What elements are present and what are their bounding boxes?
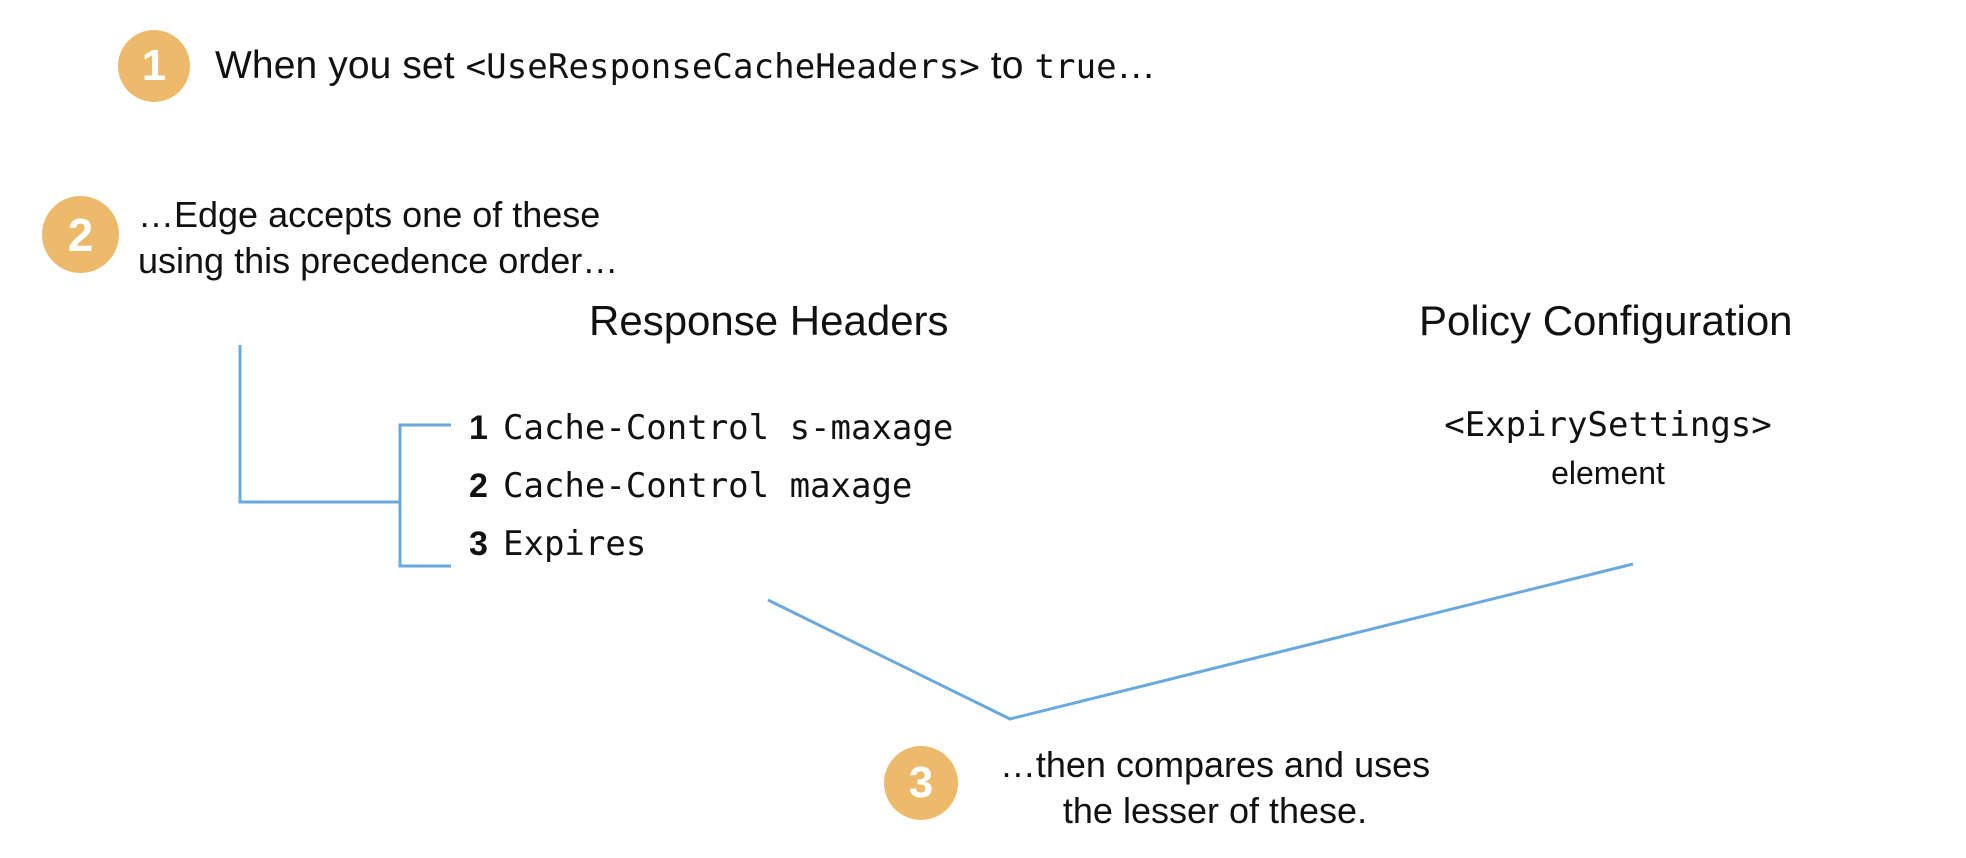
response-header-rank: 1 <box>469 409 488 447</box>
response-header-rank: 3 <box>469 525 488 563</box>
step-2-text: …Edge accepts one of these using this pr… <box>138 194 619 281</box>
response-headers-title: Response Headers <box>589 297 949 344</box>
response-header-item: 1 Cache-Control s-maxage <box>469 408 953 466</box>
response-headers-list: 1 Cache-Control s-maxage 2 Cache-Control… <box>469 408 953 582</box>
response-header-rank: 2 <box>469 467 488 505</box>
policy-configuration-title: Policy Configuration <box>1419 297 1793 344</box>
response-header-name: Expires <box>503 524 647 564</box>
expiry-settings-element-label: element <box>1551 455 1665 491</box>
step-3-text: …then compares and uses the lesser of th… <box>999 744 1431 831</box>
step2-elbow-connector <box>238 345 400 504</box>
step-1-text-suffix: … <box>1116 44 1156 87</box>
step-1-text: When you set <UseResponseCacheHeaders> t… <box>215 44 1156 88</box>
response-header-name: Cache-Control maxage <box>503 466 913 506</box>
step-1-text-middle: to <box>979 44 1035 87</box>
response-header-item: 2 Cache-Control maxage <box>469 466 953 524</box>
step-1-badge: 1 <box>118 30 190 102</box>
policy-configuration-block: <ExpirySettings> element <box>1408 405 1808 492</box>
step-1-code-value: true <box>1034 47 1117 87</box>
comparison-v-connector <box>767 562 1634 721</box>
response-header-name: Cache-Control s-maxage <box>503 408 954 448</box>
step-1-code-element: <UseResponseCacheHeaders> <box>465 47 980 87</box>
headers-bracket <box>398 423 451 568</box>
step-2-badge: 2 <box>42 196 119 273</box>
step-1-text-prefix: When you set <box>215 44 466 87</box>
step-3-badge: 3 <box>884 746 958 820</box>
expiry-settings-element: <ExpirySettings> <box>1444 405 1772 445</box>
response-header-item: 3 Expires <box>469 524 953 582</box>
